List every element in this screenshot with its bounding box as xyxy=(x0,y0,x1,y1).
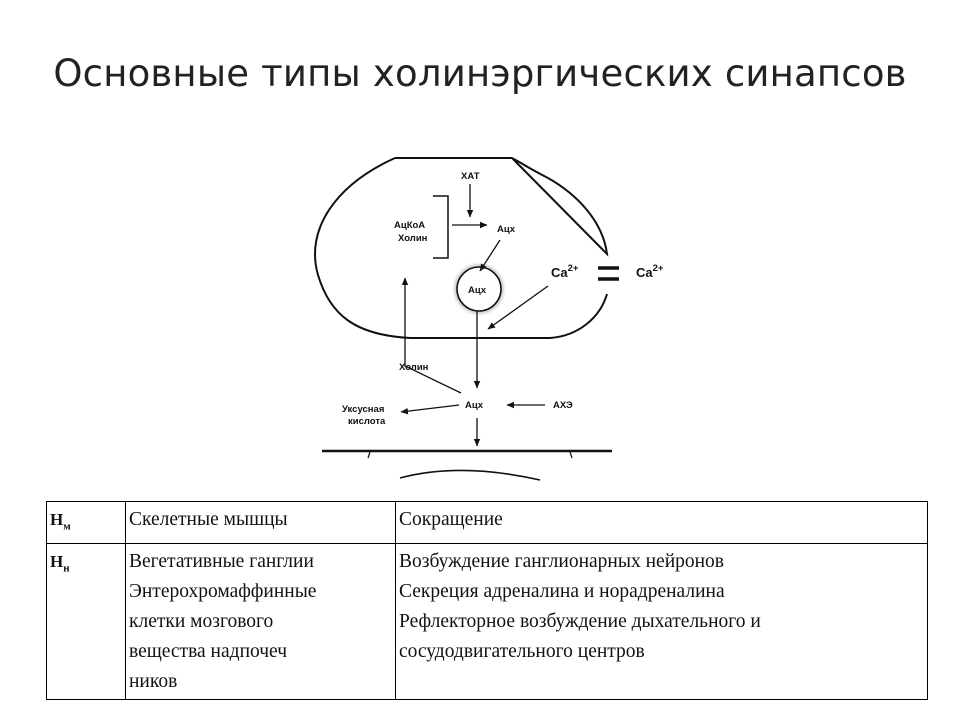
effect-line: Сокращение xyxy=(399,509,503,530)
substrate-bracket xyxy=(433,195,449,259)
arrow-acetic-acid xyxy=(400,404,460,415)
receptor-cell: Нн xyxy=(46,543,126,701)
presynaptic-membrane xyxy=(314,157,609,339)
label-acetic-acid-1: Уксусная xyxy=(342,404,384,415)
location-line: клетки мозгового xyxy=(129,611,274,633)
location-line: Скелетные мышцы xyxy=(129,509,288,530)
location-cell: Вегетативные ганглии Энтерохромаффинные … xyxy=(125,543,396,701)
arrow-choline-reuptake xyxy=(401,277,462,394)
table-row: Нм Скелетные мышцы Сокращение xyxy=(46,500,928,545)
postsynaptic-tick-right xyxy=(569,451,573,459)
label-ach-top: Ацх xyxy=(497,224,516,235)
label-ca-in: Ca2+ xyxy=(551,263,579,280)
location-line: ников xyxy=(129,671,178,693)
synapse-diagram: ХАТ АцКоА Холин Ацх Ацх Ca2+ Ca2+ Холин … xyxy=(314,157,664,481)
label-acetyl-coa: АцКоА xyxy=(394,220,425,231)
label-ache: АХЭ xyxy=(553,400,573,411)
effect-line: Рефлекторное возбуждение дыхательного и xyxy=(399,611,761,633)
effect-line: сосудодвигательного центров xyxy=(399,641,645,663)
postsynaptic-tick-left xyxy=(367,451,371,459)
label-choline-top: Холин xyxy=(398,233,428,244)
receptor-type: Нм xyxy=(50,510,71,533)
location-line: Вегетативные ганглии xyxy=(129,551,314,573)
slide-title: Основные типы холинэргических синапсов xyxy=(53,52,907,95)
effect-cell: Возбуждение ганглионарных нейронов Секре… xyxy=(395,543,928,701)
arrow-ach-to-vesicle xyxy=(479,239,501,272)
table-row: Нн Вегетативные ганглии Энтерохромаффинн… xyxy=(46,543,928,701)
vesicle xyxy=(456,266,502,312)
label-acetic-acid-2: кислота xyxy=(348,416,386,427)
effect-line: Возбуждение ганглионарных нейронов xyxy=(399,551,725,573)
label-vesicle-ach: Ацх xyxy=(468,285,487,296)
receptor-cell: Нм xyxy=(46,500,126,545)
receptor-table: Нм Скелетные мышцы Сокращение Нн Вегетат… xyxy=(46,500,928,701)
location-line: Энтерохромаффинные xyxy=(129,581,317,603)
effect-line: Секреция адреналина и норадреналина xyxy=(399,581,725,603)
location-cell: Скелетные мышцы xyxy=(125,500,396,545)
label-ach-cleft: Ацх xyxy=(465,400,484,411)
label-hat: ХАТ xyxy=(461,171,480,182)
postsynaptic-fold xyxy=(399,469,541,481)
label-ca-out: Ca2+ xyxy=(636,263,664,280)
effect-cell: Сокращение xyxy=(395,500,928,545)
label-choline-reuptake: Холин xyxy=(399,362,429,373)
arrow-ca-to-vesicle xyxy=(487,285,549,330)
receptor-type: Нн xyxy=(50,552,70,575)
location-line: вещества надпочеч xyxy=(129,641,288,663)
